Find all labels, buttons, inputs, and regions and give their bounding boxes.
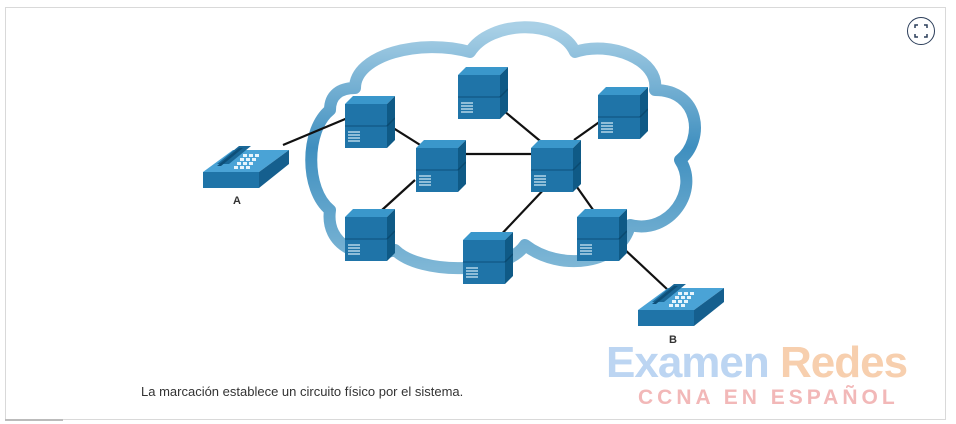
watermark-title-part2: Redes — [780, 338, 908, 387]
label-a: A — [233, 195, 241, 207]
phone-b-icon — [638, 284, 724, 326]
expand-button[interactable] — [907, 17, 935, 45]
switch-8 — [577, 209, 627, 261]
switch-2 — [458, 67, 508, 119]
watermark-subtitle: CCNA EN ESPAÑOL — [638, 386, 899, 409]
switch-5 — [531, 140, 581, 192]
phone-a-icon — [203, 146, 289, 188]
switch-7 — [463, 232, 513, 284]
watermark-title-part1: Examen — [606, 338, 770, 387]
scroll-indicator — [5, 419, 63, 421]
switch-3 — [598, 87, 648, 139]
switch-1 — [345, 96, 395, 148]
network-cloud — [305, 21, 701, 275]
expand-icon — [914, 24, 928, 38]
diagram-caption: La marcación establece un circuito físic… — [141, 384, 464, 399]
label-b: B — [669, 334, 677, 346]
watermark-title: Examen Redes — [606, 338, 908, 388]
switch-4 — [416, 140, 466, 192]
switch-6 — [345, 209, 395, 261]
